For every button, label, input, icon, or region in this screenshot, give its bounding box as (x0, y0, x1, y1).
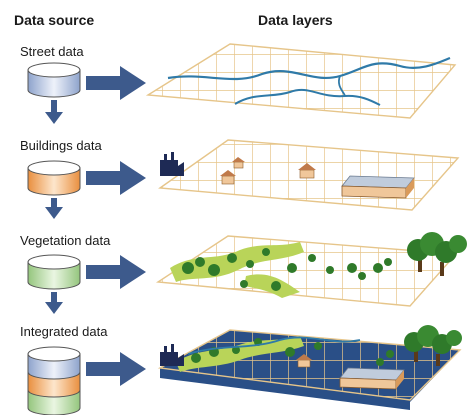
vegetation-data-label: Vegetation data (20, 233, 111, 248)
data-source-header: Data source (14, 12, 95, 28)
integrated-data-label: Integrated data (20, 324, 108, 339)
vegetation-layer (155, 232, 467, 307)
house-icon (296, 354, 312, 368)
factory-icon (160, 152, 184, 176)
tree-cluster-icon (404, 325, 462, 366)
buildings-data-label: Buildings data (20, 138, 102, 153)
down-arrow-icon (45, 198, 63, 219)
large-building-icon (339, 367, 405, 390)
house-icon (298, 163, 316, 179)
integrated-database-icon (27, 346, 81, 415)
right-arrow-icon (86, 161, 146, 195)
data-layers-header: Data layers (258, 12, 333, 28)
street-database-icon (27, 62, 81, 98)
buildings-database-icon (27, 160, 81, 196)
vegetation-database-icon (27, 254, 81, 290)
house-icon (232, 157, 245, 169)
factory-icon (160, 344, 184, 366)
large-building-icon (341, 175, 415, 199)
right-arrow-icon (86, 66, 146, 100)
down-arrow-icon (45, 100, 63, 124)
street-layer (145, 43, 457, 119)
tree-cluster-icon (407, 232, 467, 276)
down-arrow-icon (45, 292, 63, 314)
right-arrow-icon (86, 352, 146, 386)
right-arrow-icon (86, 255, 146, 289)
integrated-layer (157, 325, 462, 410)
street-data-label: Street data (20, 44, 84, 59)
buildings-layer (158, 139, 460, 211)
house-icon (220, 170, 236, 185)
